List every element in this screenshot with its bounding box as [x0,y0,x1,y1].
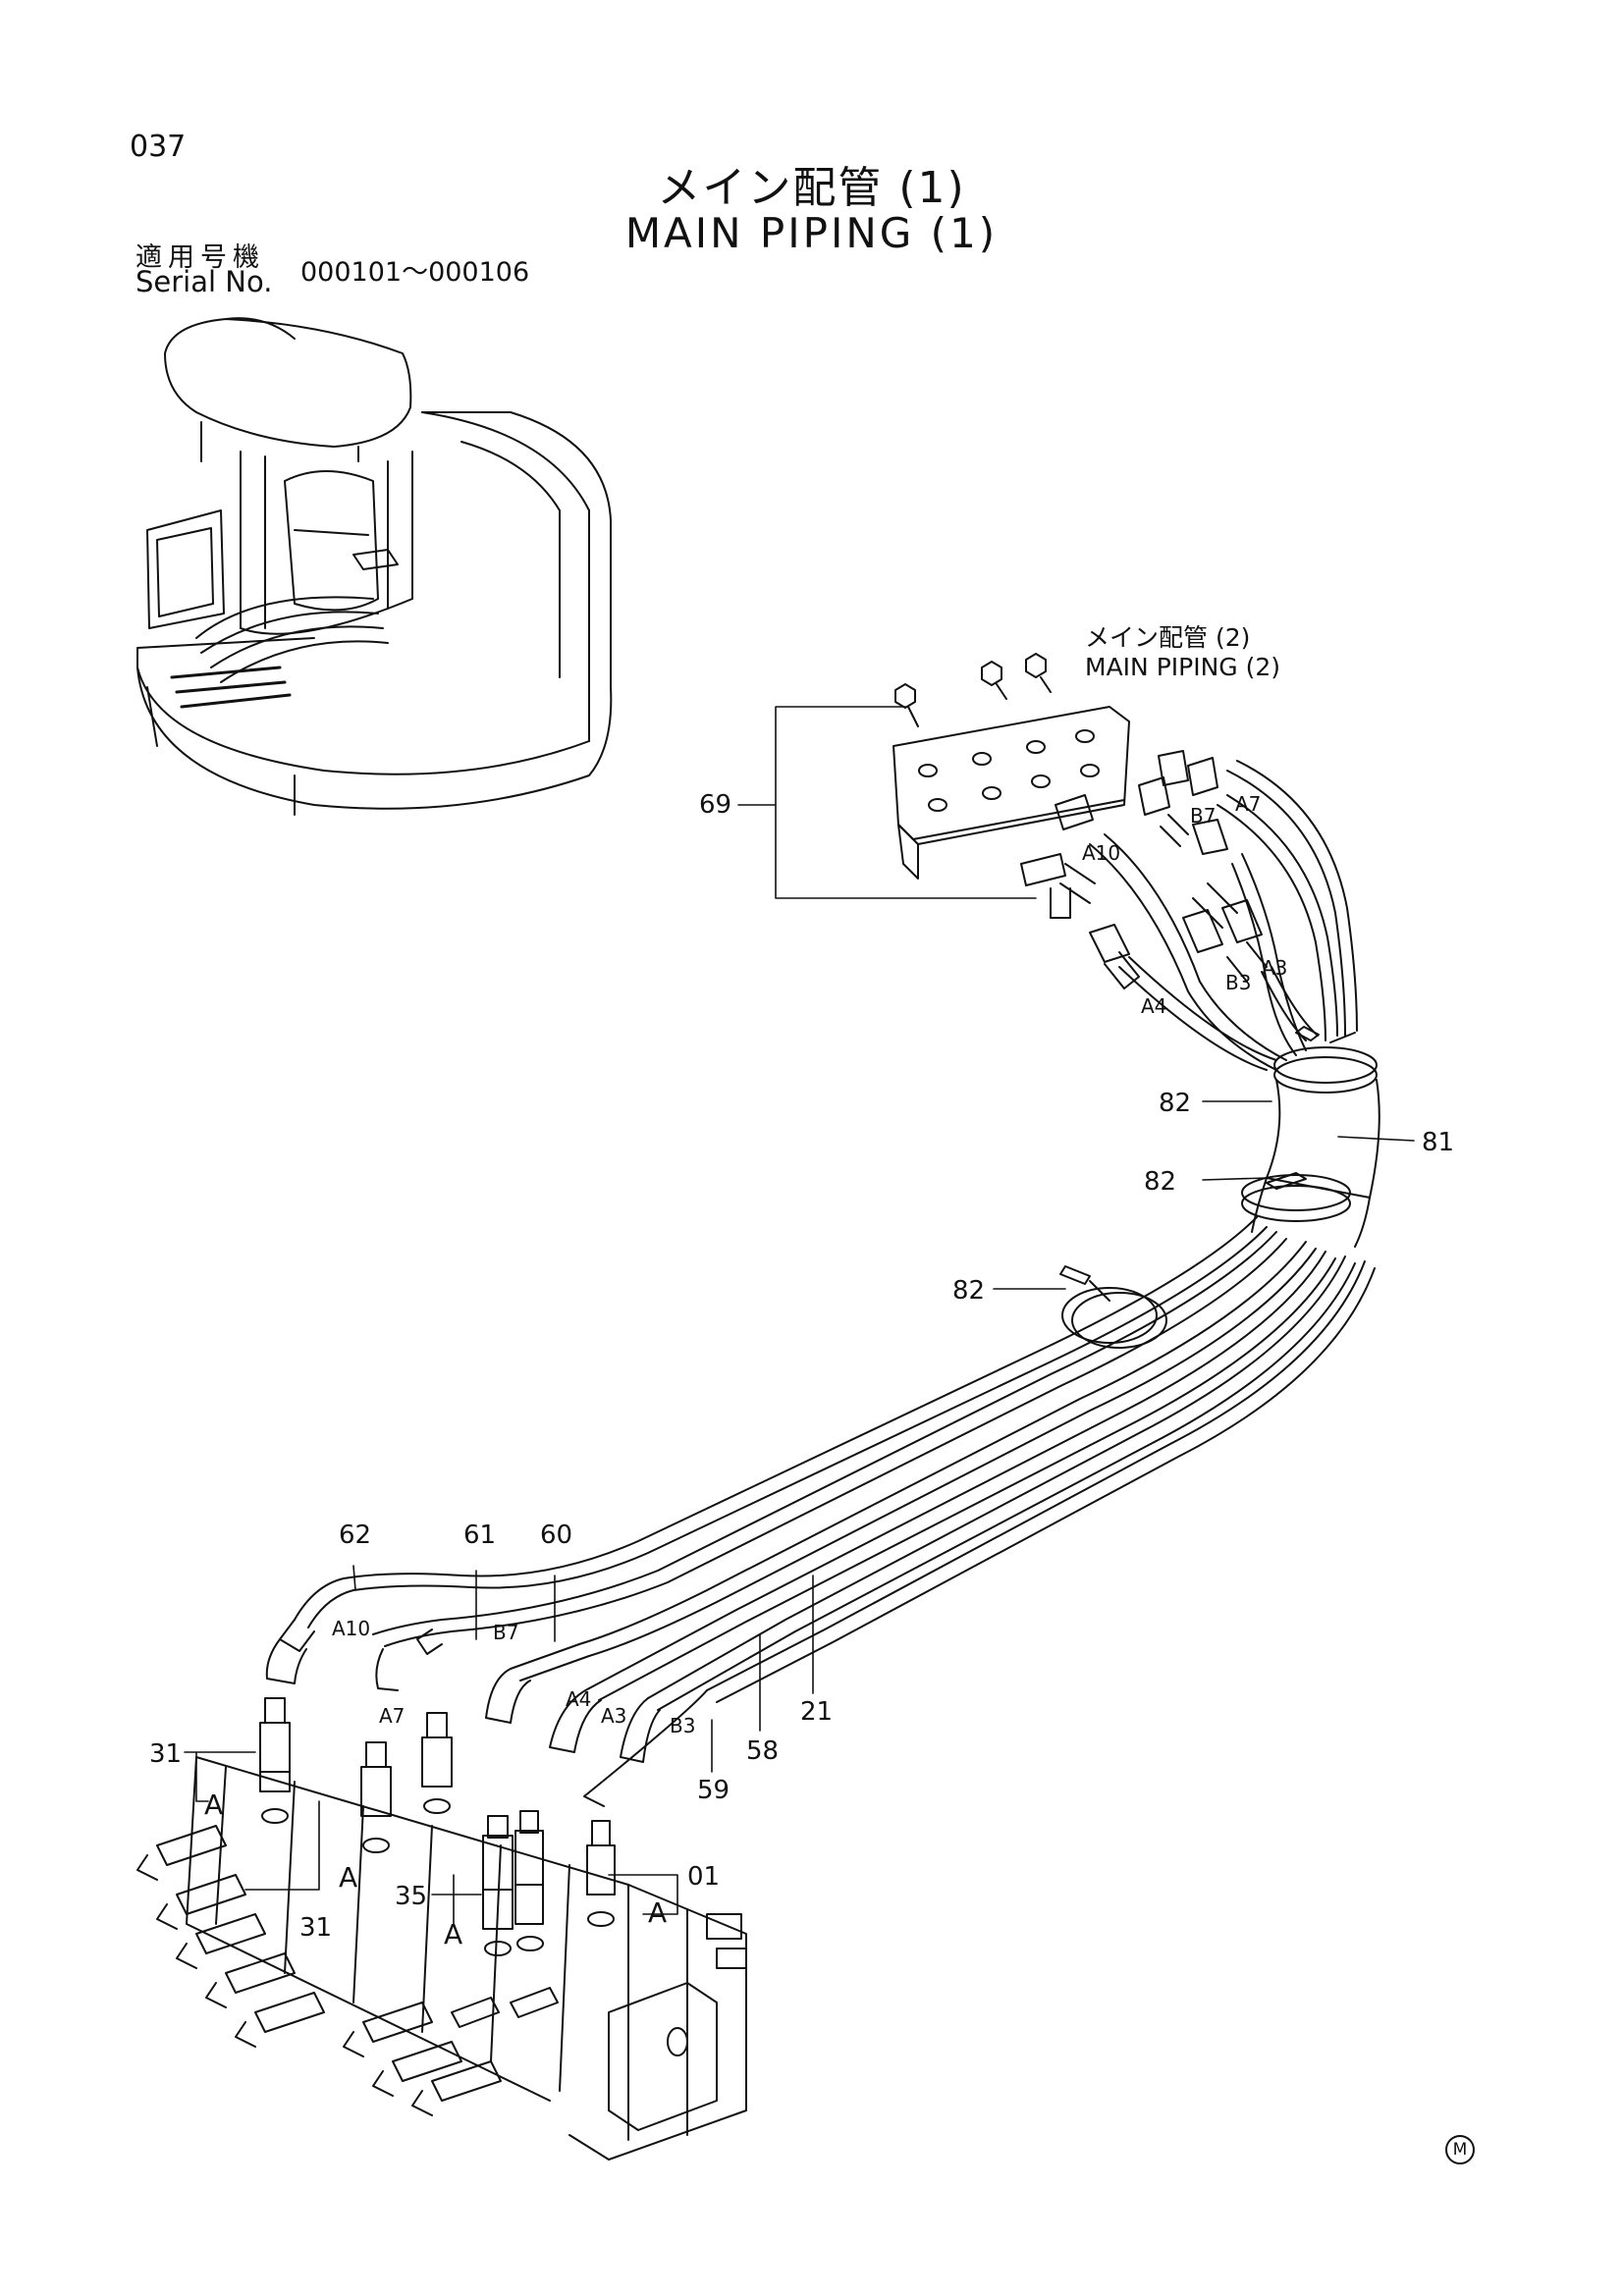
callout-01: 01 [687,1862,720,1892]
callout-81: 81 [1422,1128,1454,1157]
port-label-a4-upper: A4 [1141,994,1166,1018]
bracket-assembly [893,653,1268,989]
callout-60: 60 [540,1521,572,1550]
serial-label-japanese: 適用号機 [135,242,265,273]
port-labels: B7 A7 A10 A3 B3 A4 A10 B7 A7 A4 A3 B3 [332,792,1287,1737]
view-markers: A A A A [204,1789,667,1950]
hose-bundle-upper [1089,760,1380,1248]
port-label-a4-lower: A4 [566,1687,591,1711]
callout-61: 61 [463,1521,496,1550]
lower-fittings [259,1697,616,1956]
reference-note-english: MAIN PIPING (2) [1085,653,1281,681]
title-japanese: メイン配管 (1) [657,163,966,213]
view-marker-a-2: A [339,1861,357,1894]
callout-58: 58 [746,1736,779,1766]
port-label-b7-upper: B7 [1190,804,1216,828]
callout-59: 59 [697,1776,730,1805]
callout-69: 69 [699,790,731,820]
serial-range: 000101～000106 [300,257,530,288]
machine-overview-illustration [136,317,613,816]
callout-21: 21 [800,1697,833,1727]
callout-31-lower: 31 [299,1913,332,1943]
port-label-b7-lower: B7 [493,1621,518,1644]
port-label-a7-upper: A7 [1235,792,1261,816]
callout-62: 62 [339,1521,371,1550]
reference-note-japanese: メイン配管 (2) [1085,623,1251,652]
serial-label-english: Serial No. [135,265,273,298]
leader-lines [184,706,1415,1925]
port-label-a7-lower: A7 [379,1704,405,1728]
callout-82-upper: 82 [1159,1089,1191,1118]
port-label-b3-upper: B3 [1225,971,1251,994]
manufacturer-mark: M [1445,2135,1475,2164]
port-label-a10-lower: A10 [332,1617,370,1640]
callout-35: 35 [395,1882,427,1911]
view-marker-a-3: A [444,1918,462,1950]
callout-82-lower: 82 [952,1276,985,1306]
port-label-a3-lower: A3 [601,1704,626,1728]
page-number: 037 [130,130,187,164]
callout-82-middle: 82 [1144,1167,1176,1197]
title-english: MAIN PIPING (1) [624,209,999,257]
hose-bundle-lower [265,1216,1376,1807]
control-valve-block [136,1756,747,2161]
port-label-a10-upper: A10 [1082,841,1120,865]
port-label-b3-lower: B3 [670,1714,695,1737]
view-marker-a-4: A [648,1896,667,1929]
view-marker-a-1: A [204,1789,223,1821]
callout-31-upper: 31 [149,1739,182,1769]
port-label-a3-upper: A3 [1262,956,1287,980]
callout-numbers: 69 82 81 82 82 62 61 60 21 58 59 31 31 3… [149,790,1454,1943]
